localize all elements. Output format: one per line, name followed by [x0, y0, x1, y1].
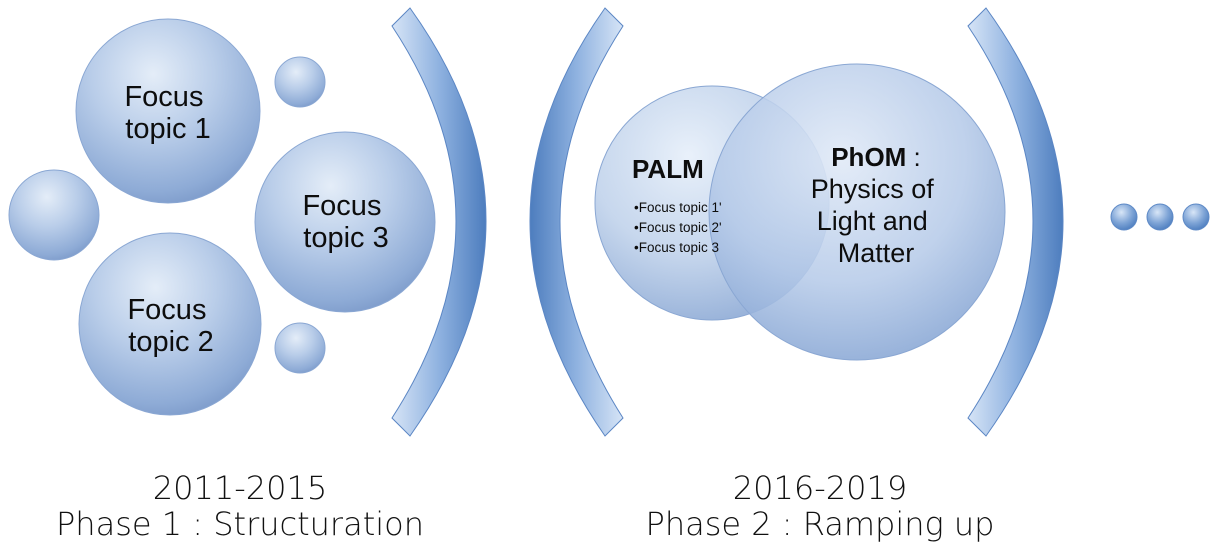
- closing-bracket-2: [967, 7, 1064, 437]
- small-bubble-bottom: [274, 322, 326, 374]
- phase2-caption: 2016-2019 Phase 2 : Ramping up: [620, 470, 1020, 542]
- phom-description: Physics of Light and Matter: [811, 174, 942, 268]
- phase1-caption: 2011-2015 Phase 1 : Structuration: [40, 470, 440, 542]
- palm-title: PALM: [632, 154, 704, 184]
- focus-topic-2-label: Focus topic 2: [127, 294, 214, 358]
- small-bubble-top: [274, 56, 326, 108]
- focus-topic-1-label: Focus topic 1: [124, 81, 211, 145]
- ellipsis-dot: [1182, 203, 1210, 231]
- focus-topic-3-bubble: [254, 131, 436, 313]
- phase2-title: Phase 2 : Ramping up: [645, 505, 995, 543]
- palm-topic-item: •Focus topic 2': [634, 220, 722, 235]
- phase1-bubbles: Focus topic 1 Focus topic 3 Focus topic …: [8, 18, 436, 416]
- brackets: [391, 7, 1064, 437]
- phom-title: PhOM :: [831, 142, 921, 172]
- opening-bracket-2: [529, 7, 624, 437]
- phase1-title: Phase 1 : Structuration: [56, 505, 424, 543]
- ellipsis-dot: [1110, 203, 1138, 231]
- phase1-years: 2011-2015: [152, 469, 328, 507]
- closing-bracket-1: [391, 7, 487, 437]
- phase2-years: 2016-2019: [732, 469, 908, 507]
- phom-bubble: [708, 63, 1006, 361]
- palm-topic-item: •Focus topic 3: [634, 240, 719, 255]
- continuation-dots: [1110, 203, 1210, 231]
- palm-topics: •Focus topic 1' •Focus topic 2' •Focus t…: [634, 200, 725, 255]
- focus-topic-2-bubble: [78, 232, 262, 416]
- palm-topic-item: •Focus topic 1': [634, 200, 722, 215]
- focus-topic-3-label: Focus topic 3: [302, 190, 389, 254]
- focus-topic-1-bubble: [75, 18, 261, 204]
- small-bubble-left: [8, 169, 100, 261]
- ellipsis-dot: [1146, 203, 1174, 231]
- phase2-bubbles: PALM •Focus topic 1' •Focus topic 2' •Fo…: [594, 63, 1006, 361]
